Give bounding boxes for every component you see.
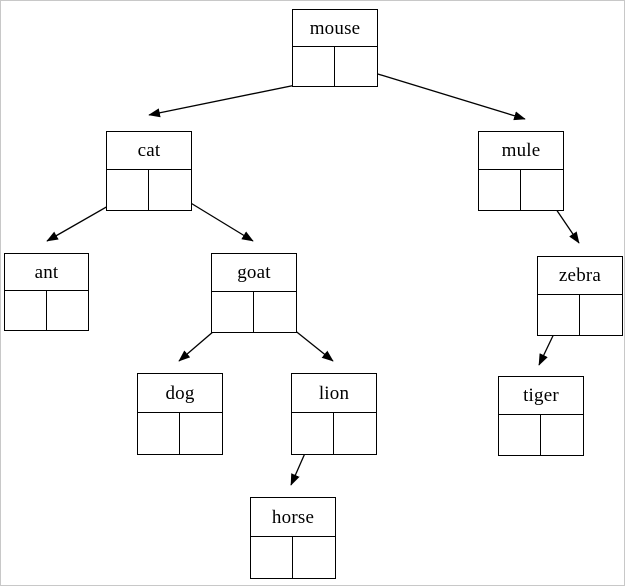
- tree-node-zebra[interactable]: zebra: [537, 256, 623, 336]
- tree-node-left-pointer-cell: [5, 291, 47, 330]
- tree-node-label: tiger: [523, 385, 559, 407]
- tree-node-label: cat: [137, 140, 161, 162]
- tree-node-right-pointer-cell: [541, 415, 583, 455]
- tree-node-left-pointer-cell: [499, 415, 541, 455]
- tree-node-right-pointer-cell: [149, 170, 191, 210]
- tree-node-left-pointer-cell: [538, 295, 580, 335]
- tree-node-label: goat: [237, 262, 271, 284]
- tree-node-mouse[interactable]: mouse: [292, 9, 378, 87]
- tree-node-pointer-cells: [212, 291, 296, 332]
- tree-node-left-pointer-cell: [107, 170, 149, 210]
- tree-node-left-pointer-cell: [138, 413, 180, 454]
- tree-node-label: ant: [34, 261, 59, 283]
- tree-node-pointer-cells: [538, 294, 622, 335]
- tree-node-right-pointer-cell: [580, 295, 622, 335]
- tree-node-left-pointer-cell: [292, 413, 334, 454]
- tree-node-mule[interactable]: mule: [478, 131, 564, 211]
- tree-node-pointer-cells: [251, 536, 335, 578]
- tree-node-label: lion: [318, 382, 350, 404]
- tree-node-goat[interactable]: goat: [211, 253, 297, 333]
- tree-node-right-pointer-cell: [254, 292, 296, 332]
- tree-node-horse[interactable]: horse: [250, 497, 336, 579]
- tree-node-ant[interactable]: ant: [4, 253, 89, 331]
- tree-node-pointer-cells: [5, 290, 88, 330]
- tree-node-right-pointer-cell: [293, 537, 335, 578]
- tree-node-pointer-cells: [499, 414, 583, 455]
- tree-node-right-pointer-cell: [47, 291, 89, 330]
- tree-node-cat[interactable]: cat: [106, 131, 192, 211]
- tree-node-left-pointer-cell: [293, 47, 335, 86]
- tree-node-label: horse: [271, 506, 315, 528]
- tree-node-tiger[interactable]: tiger: [498, 376, 584, 456]
- tree-node-label: mouse: [309, 17, 361, 39]
- tree-node-left-pointer-cell: [479, 170, 521, 210]
- tree-node-pointer-cells: [479, 169, 563, 210]
- tree-node-label: mule: [501, 140, 541, 162]
- tree-node-pointer-cells: [292, 412, 376, 454]
- tree-node-pointer-cells: [107, 169, 191, 210]
- tree-node-dog[interactable]: dog: [137, 373, 223, 455]
- tree-node-left-pointer-cell: [212, 292, 254, 332]
- tree-node-right-pointer-cell: [335, 47, 377, 86]
- tree-node-label: zebra: [558, 265, 602, 287]
- tree-node-right-pointer-cell: [334, 413, 376, 454]
- tree-node-pointer-cells: [138, 412, 222, 454]
- tree-edge-mouse-to-mule: [354, 66, 526, 121]
- tree-node-lion[interactable]: lion: [291, 373, 377, 455]
- tree-node-pointer-cells: [293, 46, 377, 86]
- tree-node-right-pointer-cell: [521, 170, 563, 210]
- tree-node-right-pointer-cell: [180, 413, 222, 454]
- tree-node-left-pointer-cell: [251, 537, 293, 578]
- tree-node-label: dog: [165, 382, 195, 404]
